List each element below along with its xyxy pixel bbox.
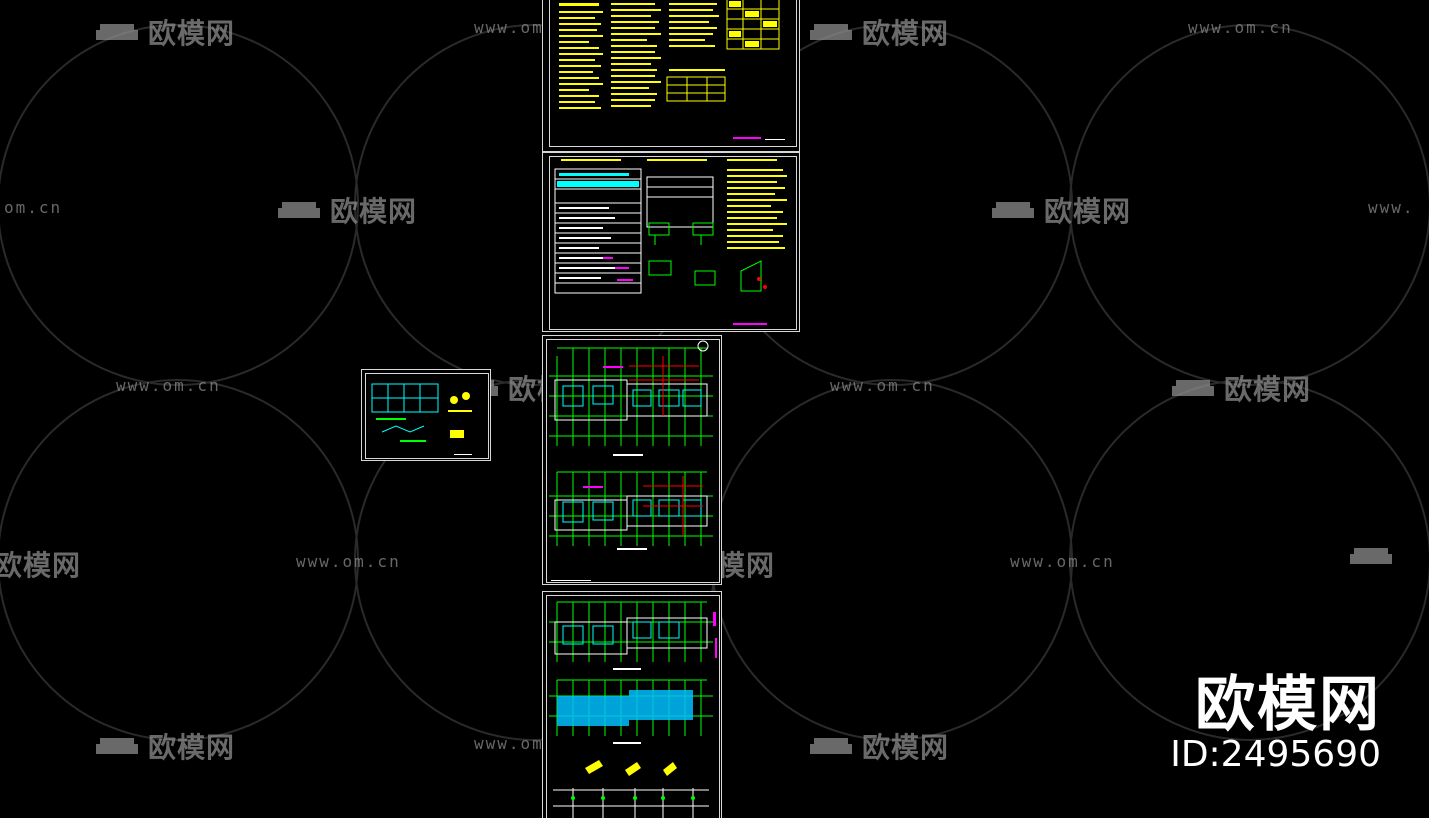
watermark-logo-fragment [1346, 544, 1402, 568]
sofa-icon [92, 20, 142, 44]
small-detail-sheet[interactable] [361, 369, 491, 461]
model-id-label: ID:2495690 [1170, 734, 1381, 775]
watermark-url-fragment: www. [1368, 198, 1415, 217]
watermark-logo-fragment: 欧模网 [0, 549, 82, 582]
watermark-url-fragment: om.cn [4, 198, 63, 217]
watermark-logo: 欧模网 [92, 726, 235, 766]
sheet-border [546, 595, 720, 818]
watermark-url: www.om.cn [1010, 552, 1115, 571]
small-detail-drawing [371, 383, 472, 455]
sheet-border [365, 373, 489, 459]
sofa-icon [988, 198, 1038, 222]
watermark-logo: 欧模网 [274, 190, 417, 230]
watermark-logo: 欧模网 [1168, 368, 1311, 408]
floor-plan-sheet-2[interactable] [542, 591, 722, 818]
design-notes-sheet-1[interactable] [542, 0, 800, 152]
sofa-icon [274, 198, 324, 222]
watermark-url: www.om.cn [1188, 18, 1293, 37]
sheet-border [546, 339, 720, 583]
design-notes-sheet-2[interactable] [542, 152, 800, 332]
sheet-1-drawing [559, 0, 785, 140]
watermark-logo: 欧模网 [92, 12, 235, 52]
watermark-url: www.om.cn [296, 552, 401, 571]
watermark-logo: 欧模网 [988, 190, 1131, 230]
watermark-url: www.om.cn [830, 376, 935, 395]
floor-plan-sheet-1-drawing [549, 340, 713, 581]
sofa-icon [92, 734, 142, 758]
sofa-icon [806, 20, 856, 44]
floor-plan-sheet-1[interactable] [542, 335, 722, 585]
sheet-border [549, 0, 797, 147]
sheet-2-drawing [554, 159, 787, 325]
sofa-icon [806, 734, 856, 758]
watermark-logo: 欧模网 [806, 726, 949, 766]
sofa-icon [1346, 544, 1396, 568]
floor-plan-sheet-2-drawing [549, 601, 717, 818]
sofa-icon [1168, 376, 1218, 400]
watermark-url: www.om.cn [116, 376, 221, 395]
watermark-logo: 欧模网 [806, 12, 949, 52]
brand-name: 欧模网 [1195, 670, 1381, 740]
sheet-border [549, 156, 797, 330]
